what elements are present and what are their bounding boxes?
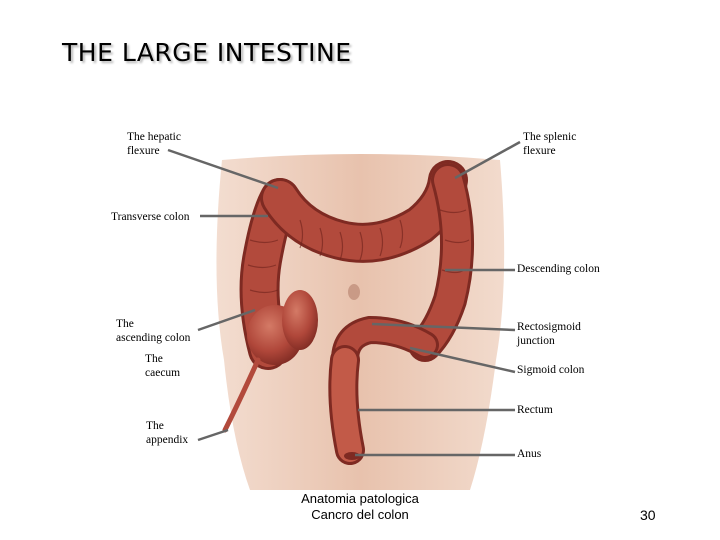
label-hepatic-flexure: The hepatic flexure xyxy=(127,130,181,158)
label-splenic-flexure: The splenic flexure xyxy=(523,130,576,158)
label-transverse-colon: Transverse colon xyxy=(111,210,189,224)
label-appendix: The appendix xyxy=(146,419,188,447)
label-rectosigmoid-junction: Rectosigmoid junction xyxy=(517,320,581,348)
page-number: 30 xyxy=(640,507,656,523)
footer-line-2: Cancro del colon xyxy=(260,507,460,523)
label-rectum: Rectum xyxy=(517,403,553,417)
navel xyxy=(348,284,360,300)
footer-line-1: Anatomia patologica xyxy=(260,491,460,507)
label-ascending-colon: The ascending colon xyxy=(116,317,190,345)
label-anus: Anus xyxy=(517,447,541,461)
slide-footer: Anatomia patologica Cancro del colon xyxy=(260,491,460,523)
label-caecum: The caecum xyxy=(145,352,180,380)
label-sigmoid-colon: Sigmoid colon xyxy=(517,363,584,377)
label-descending-colon: Descending colon xyxy=(517,262,600,276)
